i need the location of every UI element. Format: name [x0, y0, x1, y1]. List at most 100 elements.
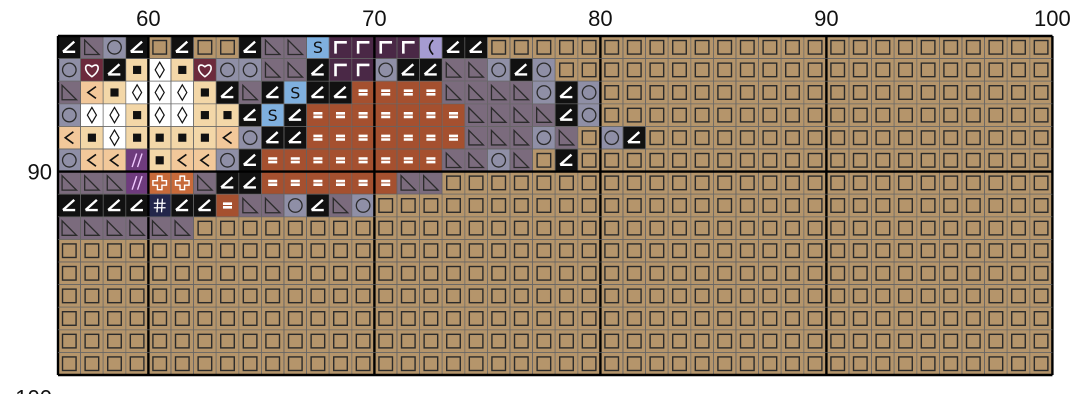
stitch-cell: [374, 239, 397, 262]
stitch-cell: [420, 285, 443, 308]
stitch-cell: [194, 239, 217, 262]
stitch-cell: [713, 81, 736, 104]
stitch-cell: [759, 330, 782, 353]
stitch-cell: [826, 81, 849, 104]
stitch-cell: [374, 172, 397, 195]
stitch-cell: [985, 262, 1008, 285]
stitch-cell: [917, 59, 940, 82]
stitch-cell: [646, 126, 669, 149]
stitch-cell: [329, 352, 352, 375]
stitch-cell: [261, 307, 284, 330]
stitch-cell: [872, 239, 895, 262]
stitch-cell: [58, 262, 81, 285]
stitch-cell: [239, 126, 262, 149]
stitch-cell: [759, 59, 782, 82]
stitch-cell: [148, 104, 171, 127]
stitch-cell: [374, 352, 397, 375]
stitch-cell: [849, 239, 872, 262]
stitch-cell: [826, 285, 849, 308]
stitch-cell: [872, 352, 895, 375]
stitch-cell: [352, 194, 375, 217]
stitch-cell: [442, 194, 465, 217]
stitch-cell: [555, 285, 578, 308]
stitch-cell: [397, 149, 420, 172]
stitch-cell: [239, 285, 262, 308]
stitch-cell: [442, 104, 465, 127]
stitch-cell: [465, 36, 488, 59]
stitch-cell: [420, 307, 443, 330]
stitch-cell: [736, 262, 759, 285]
stitch-cell: [126, 352, 149, 375]
stitch-cell: [487, 126, 510, 149]
stitch-cell: [103, 172, 126, 195]
stitch-cell: [510, 285, 533, 308]
stitch-cell: [849, 262, 872, 285]
stitch-cell: [510, 217, 533, 240]
stitch-cell: [668, 81, 691, 104]
stitch-cell: [284, 36, 307, 59]
stitch-cell: [578, 81, 601, 104]
stitch-cell: [736, 81, 759, 104]
stitch-cell: [487, 104, 510, 127]
y-tick-label: 90: [28, 160, 52, 185]
stitch-cell: [939, 104, 962, 127]
stitch-cell: [917, 217, 940, 240]
stitch-cell: [578, 352, 601, 375]
stitch-cell: [668, 330, 691, 353]
stitch-cell: [1007, 36, 1030, 59]
stitch-cell: [759, 36, 782, 59]
stitch-cell: [555, 172, 578, 195]
stitch-cell: [985, 126, 1008, 149]
stitch-cell: [691, 307, 714, 330]
stitch-cell: [985, 194, 1008, 217]
stitch-cell: [759, 217, 782, 240]
stitch-cell: [555, 149, 578, 172]
stitch-cell: [668, 239, 691, 262]
stitch-cell: [148, 352, 171, 375]
stitch-cell: [826, 217, 849, 240]
stitch-cell: [555, 36, 578, 59]
stitch-cell: [668, 36, 691, 59]
stitch-cell: [239, 59, 262, 82]
stitch-cell: [600, 36, 623, 59]
stitch-cell: [849, 172, 872, 195]
stitch-cell: [510, 352, 533, 375]
stitch-cell: [578, 149, 601, 172]
stitch-cell: [374, 217, 397, 240]
stitch-cell: [307, 307, 330, 330]
stitch-cell: [81, 262, 104, 285]
stitch-cell: [894, 126, 917, 149]
stitch-cell: [374, 194, 397, 217]
stitch-cell: [894, 352, 917, 375]
stitch-cell: [216, 262, 239, 285]
y-tick-label: 100: [15, 386, 52, 394]
stitch-cell: [284, 217, 307, 240]
stitch-cell: [103, 59, 126, 82]
stitch-cell: [510, 172, 533, 195]
svg-text:S: S: [313, 38, 323, 57]
stitch-cell: [533, 262, 556, 285]
stitch-cell: [939, 126, 962, 149]
stitch-cell: [646, 262, 669, 285]
stitch-cell: [1030, 36, 1053, 59]
stitch-cell: [216, 149, 239, 172]
stitch-cell: [691, 59, 714, 82]
stitch-cell: [397, 126, 420, 149]
stitch-cell: [578, 217, 601, 240]
stitch-cell: [1007, 126, 1030, 149]
stitch-cell: [81, 104, 104, 127]
stitch-cell: [329, 126, 352, 149]
stitch-cell: [600, 217, 623, 240]
stitch-cell: [1007, 352, 1030, 375]
stitch-cell: [58, 217, 81, 240]
stitch-cell: [736, 285, 759, 308]
stitch-cell: [691, 194, 714, 217]
stitch-cell: [352, 126, 375, 149]
stitch-cell: [533, 59, 556, 82]
stitch-cell: [939, 194, 962, 217]
stitch-cell: [307, 262, 330, 285]
stitch-cell: [397, 352, 420, 375]
stitch-cell: [939, 81, 962, 104]
stitch-cell: [939, 36, 962, 59]
stitch-cell: [894, 172, 917, 195]
